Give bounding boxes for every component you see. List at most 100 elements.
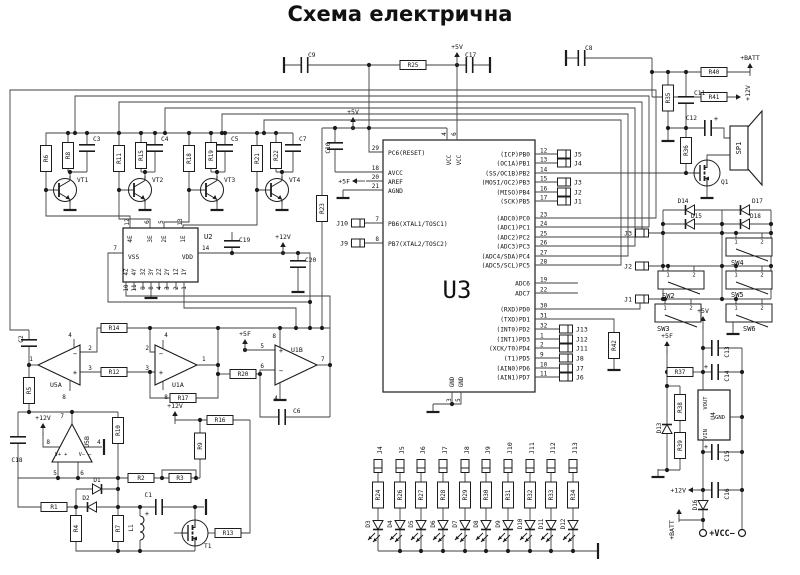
label-2: 2 [145, 345, 149, 352]
capacitor-label-C3: C3 [93, 136, 101, 143]
junction-dot [719, 263, 725, 269]
label-VSS: VSS [128, 254, 139, 261]
switch-pin1-SW5: 1 [734, 273, 737, 279]
wire [9, 89, 657, 331]
connector-J7-label: J7 [441, 446, 449, 454]
resistor-R28 [437, 481, 449, 509]
label-ADC2PC2: (ADC2)PC2 [496, 235, 530, 242]
switch-label-SW2: SW2 [662, 292, 675, 300]
led-arrow-head [546, 538, 550, 542]
connector-J3-label: J3 [574, 178, 582, 186]
label-19: 19 [540, 277, 548, 284]
label-3: 3 [145, 365, 149, 372]
resistor-R34 [567, 481, 579, 509]
resistor-label-R34: R34 [570, 489, 577, 500]
label-1: 1 [182, 286, 188, 290]
junction-dot [65, 130, 71, 136]
label-8: 8 [149, 286, 155, 290]
led-D8 [480, 520, 492, 531]
speaker-cone [747, 109, 763, 187]
resistor-label-R19: R19 [208, 150, 215, 161]
junction-dot [462, 548, 468, 554]
resistor-label-R38: R38 [677, 402, 684, 413]
mosfet-T1 [192, 520, 196, 528]
label-3Z: 3Z [141, 268, 147, 275]
switch-label-SW3: SW3 [657, 325, 670, 333]
wire [80, 327, 101, 353]
resistor-R18 [183, 145, 195, 172]
label-3: 3 [446, 398, 453, 402]
junction-dot [662, 296, 668, 302]
label-U4: U4 [709, 412, 717, 420]
led-D10 [524, 520, 536, 531]
resistor-label-R33: R33 [548, 489, 555, 500]
resistor-R26 [394, 481, 406, 509]
resistor-R23 [316, 195, 328, 222]
junction-dot [193, 475, 199, 481]
label-1: 1 [540, 333, 544, 340]
connector-J5-label: J5 [574, 150, 582, 158]
junction-dot [733, 296, 739, 302]
led-arrow-head [481, 538, 485, 542]
junction-dot [43, 187, 49, 193]
led-arrow-head [476, 536, 480, 540]
label-OC1APB1: (OC1A)PB1 [496, 161, 530, 168]
connector-J12-label: J12 [549, 442, 557, 454]
junction-dot [67, 169, 73, 175]
npn-label-VT3: VT3 [224, 177, 235, 184]
label-10: 10 [540, 362, 548, 369]
label-1: 1 [202, 356, 206, 363]
junction-dot [739, 487, 745, 493]
resistor-label-R24: R24 [375, 489, 382, 500]
power-+12V-label: +12V [744, 85, 752, 101]
junction-dot [683, 69, 689, 75]
junction-dot [215, 362, 221, 368]
wire [263, 119, 622, 266]
led-arrow-head [503, 538, 507, 542]
switch-pin1-SW4: 1 [734, 240, 737, 246]
label-6: 6 [451, 132, 458, 136]
junction-dot [327, 362, 333, 368]
wire [678, 518, 703, 521]
connector-J12 [546, 459, 556, 473]
junction-dot [186, 130, 192, 136]
connector-J2 [557, 187, 571, 197]
resistor-R24 [372, 481, 384, 509]
label-32: 32 [540, 323, 548, 330]
junction-dot [279, 169, 285, 175]
junction-dot [115, 548, 121, 554]
label-AIN1PD7: (AIN1)PD7 [496, 375, 530, 382]
led-D11-label: D11 [538, 518, 545, 529]
junction-dot [418, 548, 424, 554]
led-arrow-head [460, 538, 464, 542]
resistor-R3 [168, 473, 192, 483]
connector-J9 [351, 238, 365, 248]
connector-J6 [559, 372, 573, 382]
wire [42, 432, 60, 448]
resistor-label-R7: R7 [115, 525, 122, 533]
label-17: 17 [540, 195, 548, 202]
junction-dot [115, 504, 121, 510]
switch-pin1-SW2: 1 [666, 273, 669, 279]
capacitor-label-C14: C14 [724, 370, 731, 381]
junction-dot [192, 504, 198, 510]
label-1: 1 [29, 356, 33, 363]
npn-emitter-arrow [65, 195, 70, 200]
resistor-R12 [100, 367, 128, 377]
wire [161, 469, 197, 478]
junction-dot [162, 130, 168, 136]
resistor-R29 [459, 481, 471, 509]
led-D7-label: D7 [452, 520, 459, 528]
junction-dot [664, 467, 670, 473]
ic-box-1 [122, 227, 199, 283]
connector-J4-label: J4 [376, 446, 384, 454]
label-2Y: 2Y [165, 268, 171, 275]
resistor-R27 [415, 481, 427, 509]
label-8: 8 [164, 394, 168, 401]
capacitor-label-C13: C13 [724, 346, 731, 357]
resistor-label-R26: R26 [397, 489, 404, 500]
led-D4 [394, 520, 406, 531]
label-8: 8 [62, 394, 66, 401]
label-9: 9 [540, 352, 544, 359]
npn-VT1 [58, 180, 71, 188]
